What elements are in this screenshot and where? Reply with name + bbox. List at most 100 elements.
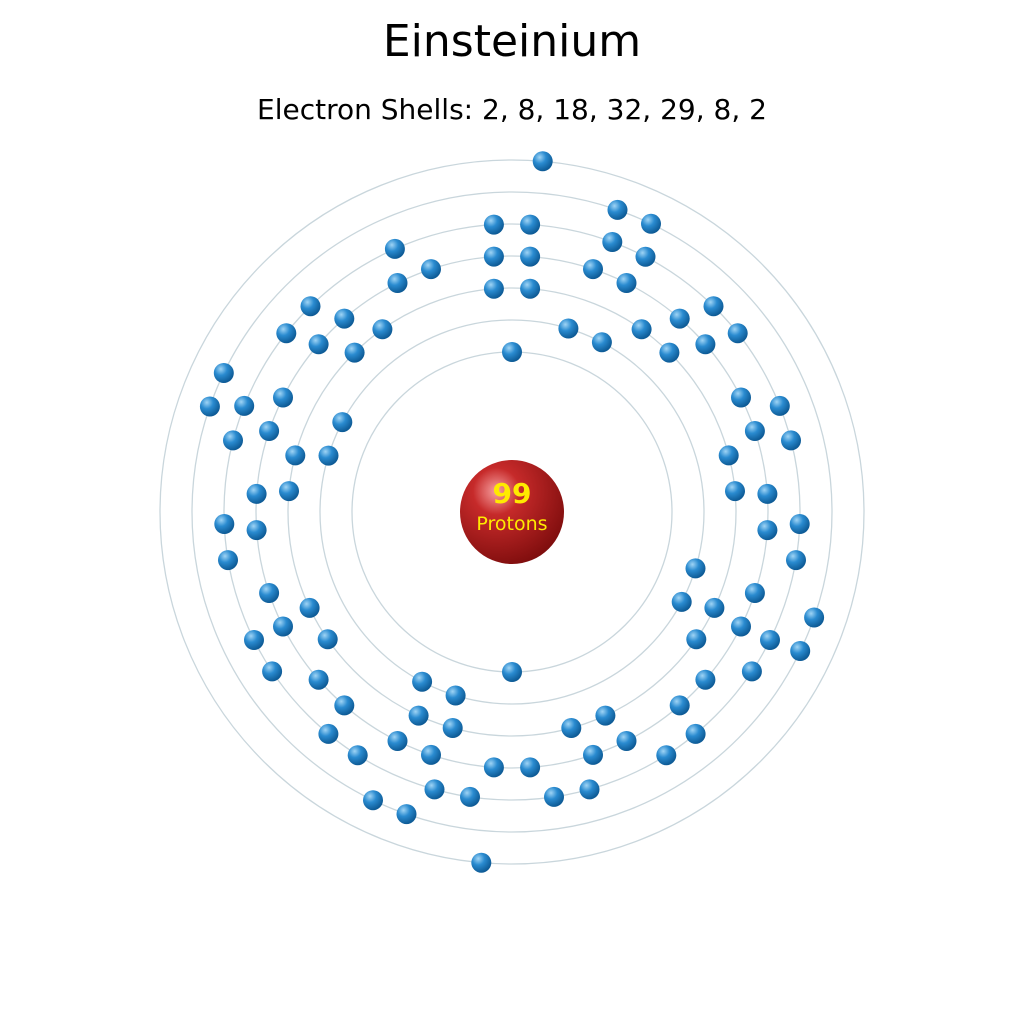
electron-shell-6-2 <box>641 213 661 234</box>
electron-shell-6-8 <box>213 363 234 383</box>
electron-shell-4-19 <box>334 695 355 716</box>
electron-shell-4-10 <box>731 616 751 637</box>
electron-shell-3-3 <box>631 319 652 340</box>
electron-shell-5-5 <box>703 296 724 317</box>
electron-shell-2-1 <box>558 318 579 339</box>
electron-shell-5-28 <box>300 296 321 317</box>
electron-shell-4-30 <box>421 259 441 280</box>
electron-shell-4-17 <box>421 744 441 765</box>
electron-shell-2-5 <box>445 685 466 706</box>
electron-shell-5-20 <box>318 723 339 744</box>
electron-shell-3-6 <box>725 481 745 502</box>
electron-shell-3-18 <box>372 319 393 340</box>
electron-shell-6-1 <box>607 199 628 220</box>
electron-shell-6-6 <box>363 790 383 811</box>
proton-count: 99 <box>493 477 532 510</box>
electron-shell-5-14 <box>656 745 677 766</box>
electron-shell-5-17 <box>460 786 480 807</box>
electron-shell-5-21 <box>262 661 283 682</box>
orbit-ring-7 <box>159 159 865 865</box>
electron-shell-3-15 <box>279 481 299 502</box>
electron-shell-5-7 <box>769 395 790 416</box>
electron-shell-4-13 <box>616 731 637 751</box>
electron-shell-7-1 <box>532 151 553 172</box>
electrons <box>199 151 825 873</box>
electron-shell-1-1 <box>502 342 522 362</box>
electron-shell-2-6 <box>412 671 433 692</box>
electron-shell-3-11 <box>442 718 463 738</box>
electron-shell-4-16 <box>483 757 504 778</box>
electron-shell-4-29 <box>387 273 408 293</box>
electron-shell-2-2 <box>591 332 612 353</box>
electron-shell-6-5 <box>396 804 417 825</box>
electron-shell-5-12 <box>741 661 762 682</box>
electron-shell-3-4 <box>659 342 680 363</box>
electron-shell-2-8 <box>332 412 353 433</box>
electron-shell-1-2 <box>502 662 522 682</box>
electron-shell-5-19 <box>347 745 368 766</box>
electron-shell-5-23 <box>218 550 238 571</box>
electron-shell-2-4 <box>671 591 692 612</box>
electron-shell-4-32 <box>520 246 541 267</box>
electron-shell-3-9 <box>595 705 616 726</box>
element-title: Einsteinium <box>382 16 642 67</box>
electron-shell-4-12 <box>669 695 690 716</box>
electron-shell-2-3 <box>685 558 706 579</box>
electron-shell-4-31 <box>483 246 504 267</box>
orbit-ring-4 <box>255 255 769 769</box>
electron-shell-4-14 <box>583 744 603 765</box>
electron-shell-4-22 <box>259 583 280 603</box>
electron-shell-3-1 <box>483 278 504 299</box>
electron-shell-4-26 <box>273 387 293 408</box>
electron-shell-3-10 <box>561 718 582 738</box>
electron-shell-4-5 <box>731 387 751 408</box>
electron-shell-5-22 <box>244 630 264 650</box>
electron-shell-4-21 <box>273 616 293 637</box>
electron-shell-4-27 <box>308 334 329 355</box>
electron-shell-3-12 <box>408 705 429 726</box>
electron-shell-4-18 <box>387 731 408 751</box>
electron-shell-7-2 <box>471 852 492 873</box>
orbit-rings <box>159 159 865 865</box>
electron-shell-5-3 <box>602 232 623 252</box>
electron-shell-5-16 <box>544 786 564 807</box>
electron-shell-5-8 <box>781 430 801 451</box>
electron-shell-5-27 <box>276 323 297 344</box>
nucleus: 99 Protons <box>460 460 564 564</box>
electron-shell-4-7 <box>757 483 778 504</box>
electron-shell-4-3 <box>669 308 690 329</box>
orbit-ring-3 <box>287 287 737 737</box>
electron-shell-4-8 <box>757 520 778 541</box>
electron-shell-4-23 <box>246 520 267 541</box>
electron-shell-4-25 <box>259 421 280 441</box>
electron-shell-5-9 <box>789 514 810 534</box>
orbit-ring-5 <box>223 223 801 801</box>
electron-shell-4-1 <box>583 259 603 280</box>
electron-shell-5-4 <box>635 246 656 267</box>
electron-shell-5-25 <box>223 430 243 451</box>
orbit-ring-2 <box>319 319 705 705</box>
electron-shell-4-9 <box>744 583 765 603</box>
electron-shell-2-7 <box>318 445 339 466</box>
electron-shell-4-28 <box>334 308 355 329</box>
electron-shell-5-24 <box>214 514 235 534</box>
electron-shell-3-14 <box>299 597 320 618</box>
electron-shell-3-7 <box>704 597 725 618</box>
electron-shell-4-6 <box>744 421 765 441</box>
electron-shell-5-11 <box>760 630 780 650</box>
electron-shell-5-15 <box>579 779 600 800</box>
electron-shell-4-11 <box>695 669 716 690</box>
electron-shell-4-20 <box>308 669 329 690</box>
electron-shell-3-13 <box>317 629 338 650</box>
electron-shell-3-5 <box>718 445 739 466</box>
electron-shell-5-13 <box>685 723 706 744</box>
electron-shell-5-10 <box>786 550 806 571</box>
electron-shell-3-8 <box>686 629 707 650</box>
electron-shell-6-4 <box>790 641 811 661</box>
electron-shell-4-24 <box>246 483 267 504</box>
electron-shells-label: Electron Shells: 2, 8, 18, 32, 29, 8, 2 <box>257 93 767 126</box>
electron-shell-4-4 <box>695 334 716 355</box>
electron-shell-6-7 <box>199 396 220 417</box>
electron-shell-5-29 <box>384 238 405 259</box>
